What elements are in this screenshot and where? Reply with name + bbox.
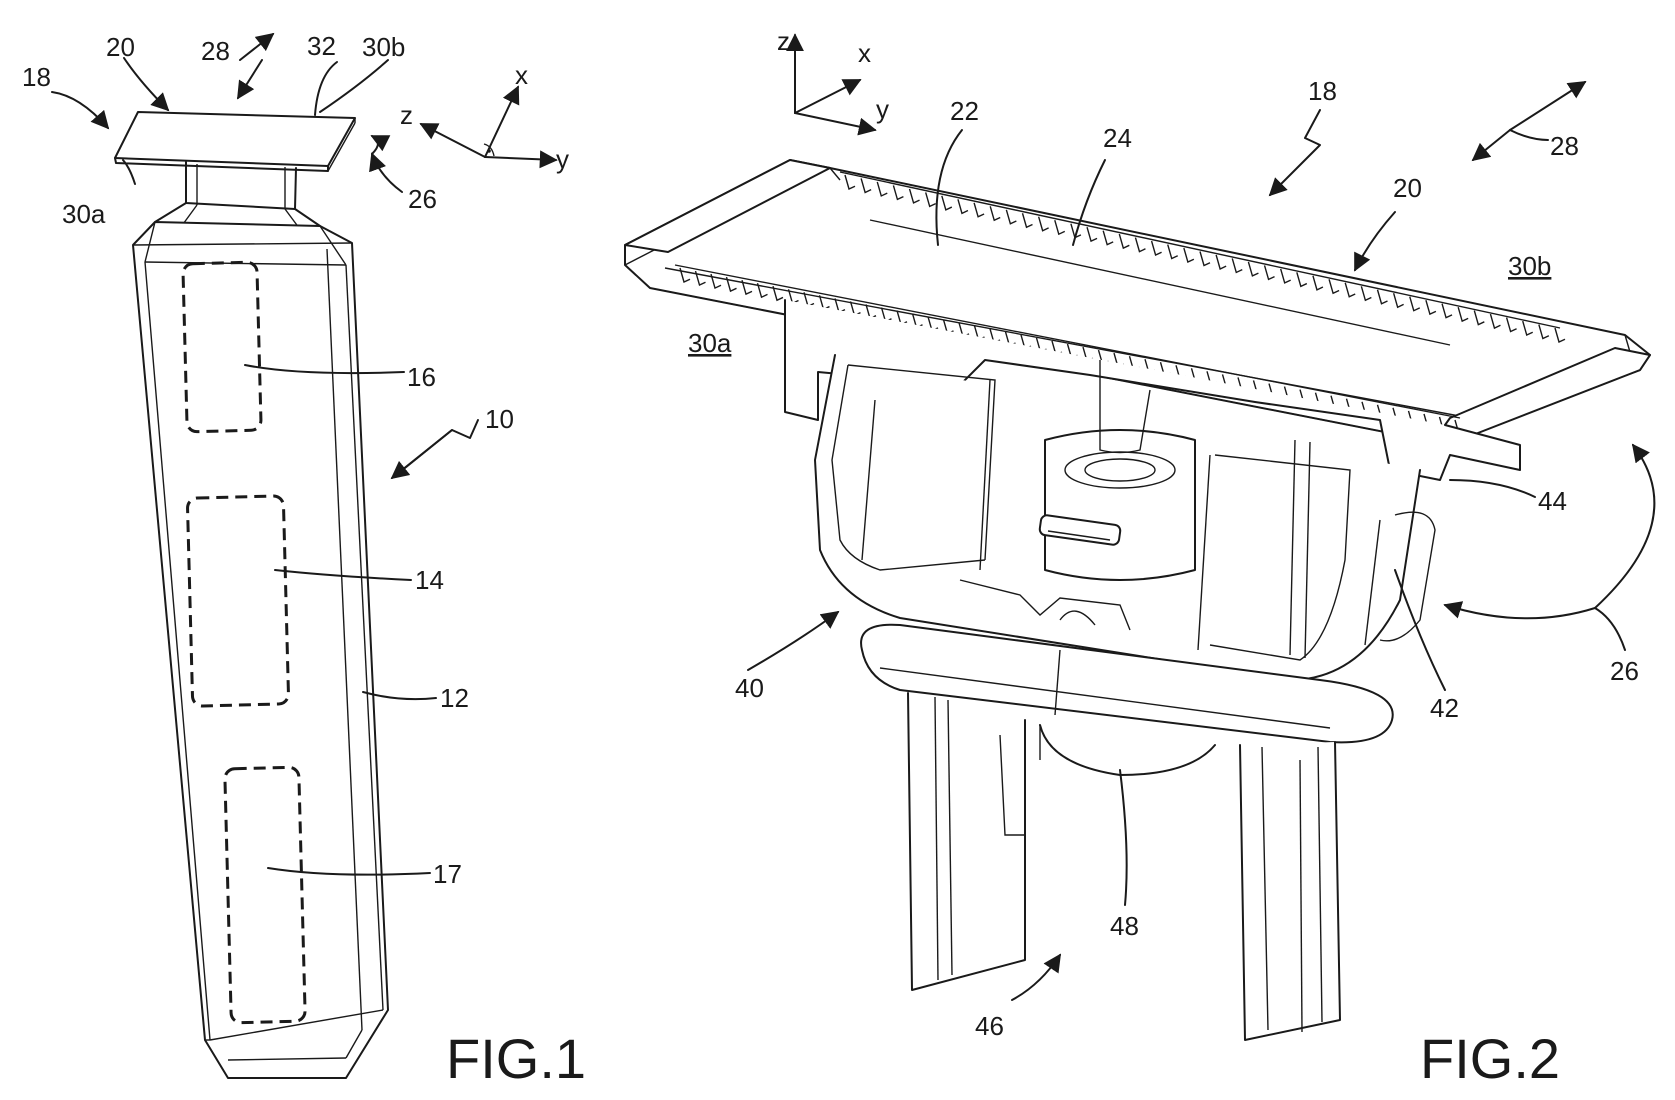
fig2-label-20: 20 <box>1393 173 1422 203</box>
fig2-leader-lines <box>747 81 1656 1001</box>
fig1-handle-body <box>132 221 389 1079</box>
fig2-axis-z: z <box>777 26 790 56</box>
fig2-base-collar <box>860 623 1394 744</box>
fig1-caption: FIG.1 <box>446 1027 586 1090</box>
fig1-label-30a: 30a <box>62 199 106 229</box>
figure-1: z y x 18 20 28 32 30b 30a 26 16 10 14 12… <box>22 31 586 1090</box>
fig1-cutting-head <box>114 111 356 172</box>
fig1-neck <box>154 161 321 237</box>
fig1-axis-x: x <box>515 60 528 90</box>
fig2-cartridge-housing <box>784 299 1521 681</box>
fig2-axis-y: y <box>876 94 889 124</box>
fig1-axis-triad: z y x <box>400 60 569 174</box>
fig1-component-16 <box>181 260 263 434</box>
fig2-label-24: 24 <box>1103 123 1132 153</box>
fig1-label-16: 16 <box>407 362 436 392</box>
fig1-leader-lines <box>51 32 479 876</box>
figure-2: z x y <box>624 26 1656 1090</box>
fig1-component-17 <box>223 765 307 1025</box>
fig2-label-42: 42 <box>1430 693 1459 723</box>
fig2-label-48: 48 <box>1110 911 1139 941</box>
fig1-label-12: 12 <box>440 683 469 713</box>
fig2-label-18: 18 <box>1308 76 1337 106</box>
fig1-label-10: 10 <box>485 404 514 434</box>
fig2-cutter-comb <box>624 159 1651 441</box>
fig2-label-30a: 30a <box>688 328 732 358</box>
fig1-label-14: 14 <box>415 565 444 595</box>
fig1-label-28: 28 <box>201 36 230 66</box>
fig2-label-28: 28 <box>1550 131 1579 161</box>
fig2-label-46: 46 <box>975 1011 1004 1041</box>
fig1-label-17: 17 <box>433 859 462 889</box>
fig1-label-26: 26 <box>408 184 437 214</box>
fig2-stem <box>907 692 1341 1041</box>
fig2-axis-x: x <box>858 38 871 68</box>
fig2-label-40: 40 <box>735 673 764 703</box>
fig2-label-44: 44 <box>1538 486 1567 516</box>
fig2-label-30b: 30b <box>1508 251 1551 281</box>
fig1-component-14 <box>186 494 290 708</box>
fig2-label-22: 22 <box>950 96 979 126</box>
fig2-caption: FIG.2 <box>1420 1027 1560 1090</box>
fig2-axis-triad: z x y <box>777 26 889 136</box>
fig2-label-26: 26 <box>1610 656 1639 686</box>
fig1-label-32: 32 <box>307 31 336 61</box>
fig1-label-20: 20 <box>106 32 135 62</box>
fig1-label-30b: 30b <box>362 32 405 62</box>
fig1-axis-z: z <box>400 100 413 130</box>
fig1-axis-y: y <box>556 144 569 174</box>
fig1-label-18: 18 <box>22 62 51 92</box>
